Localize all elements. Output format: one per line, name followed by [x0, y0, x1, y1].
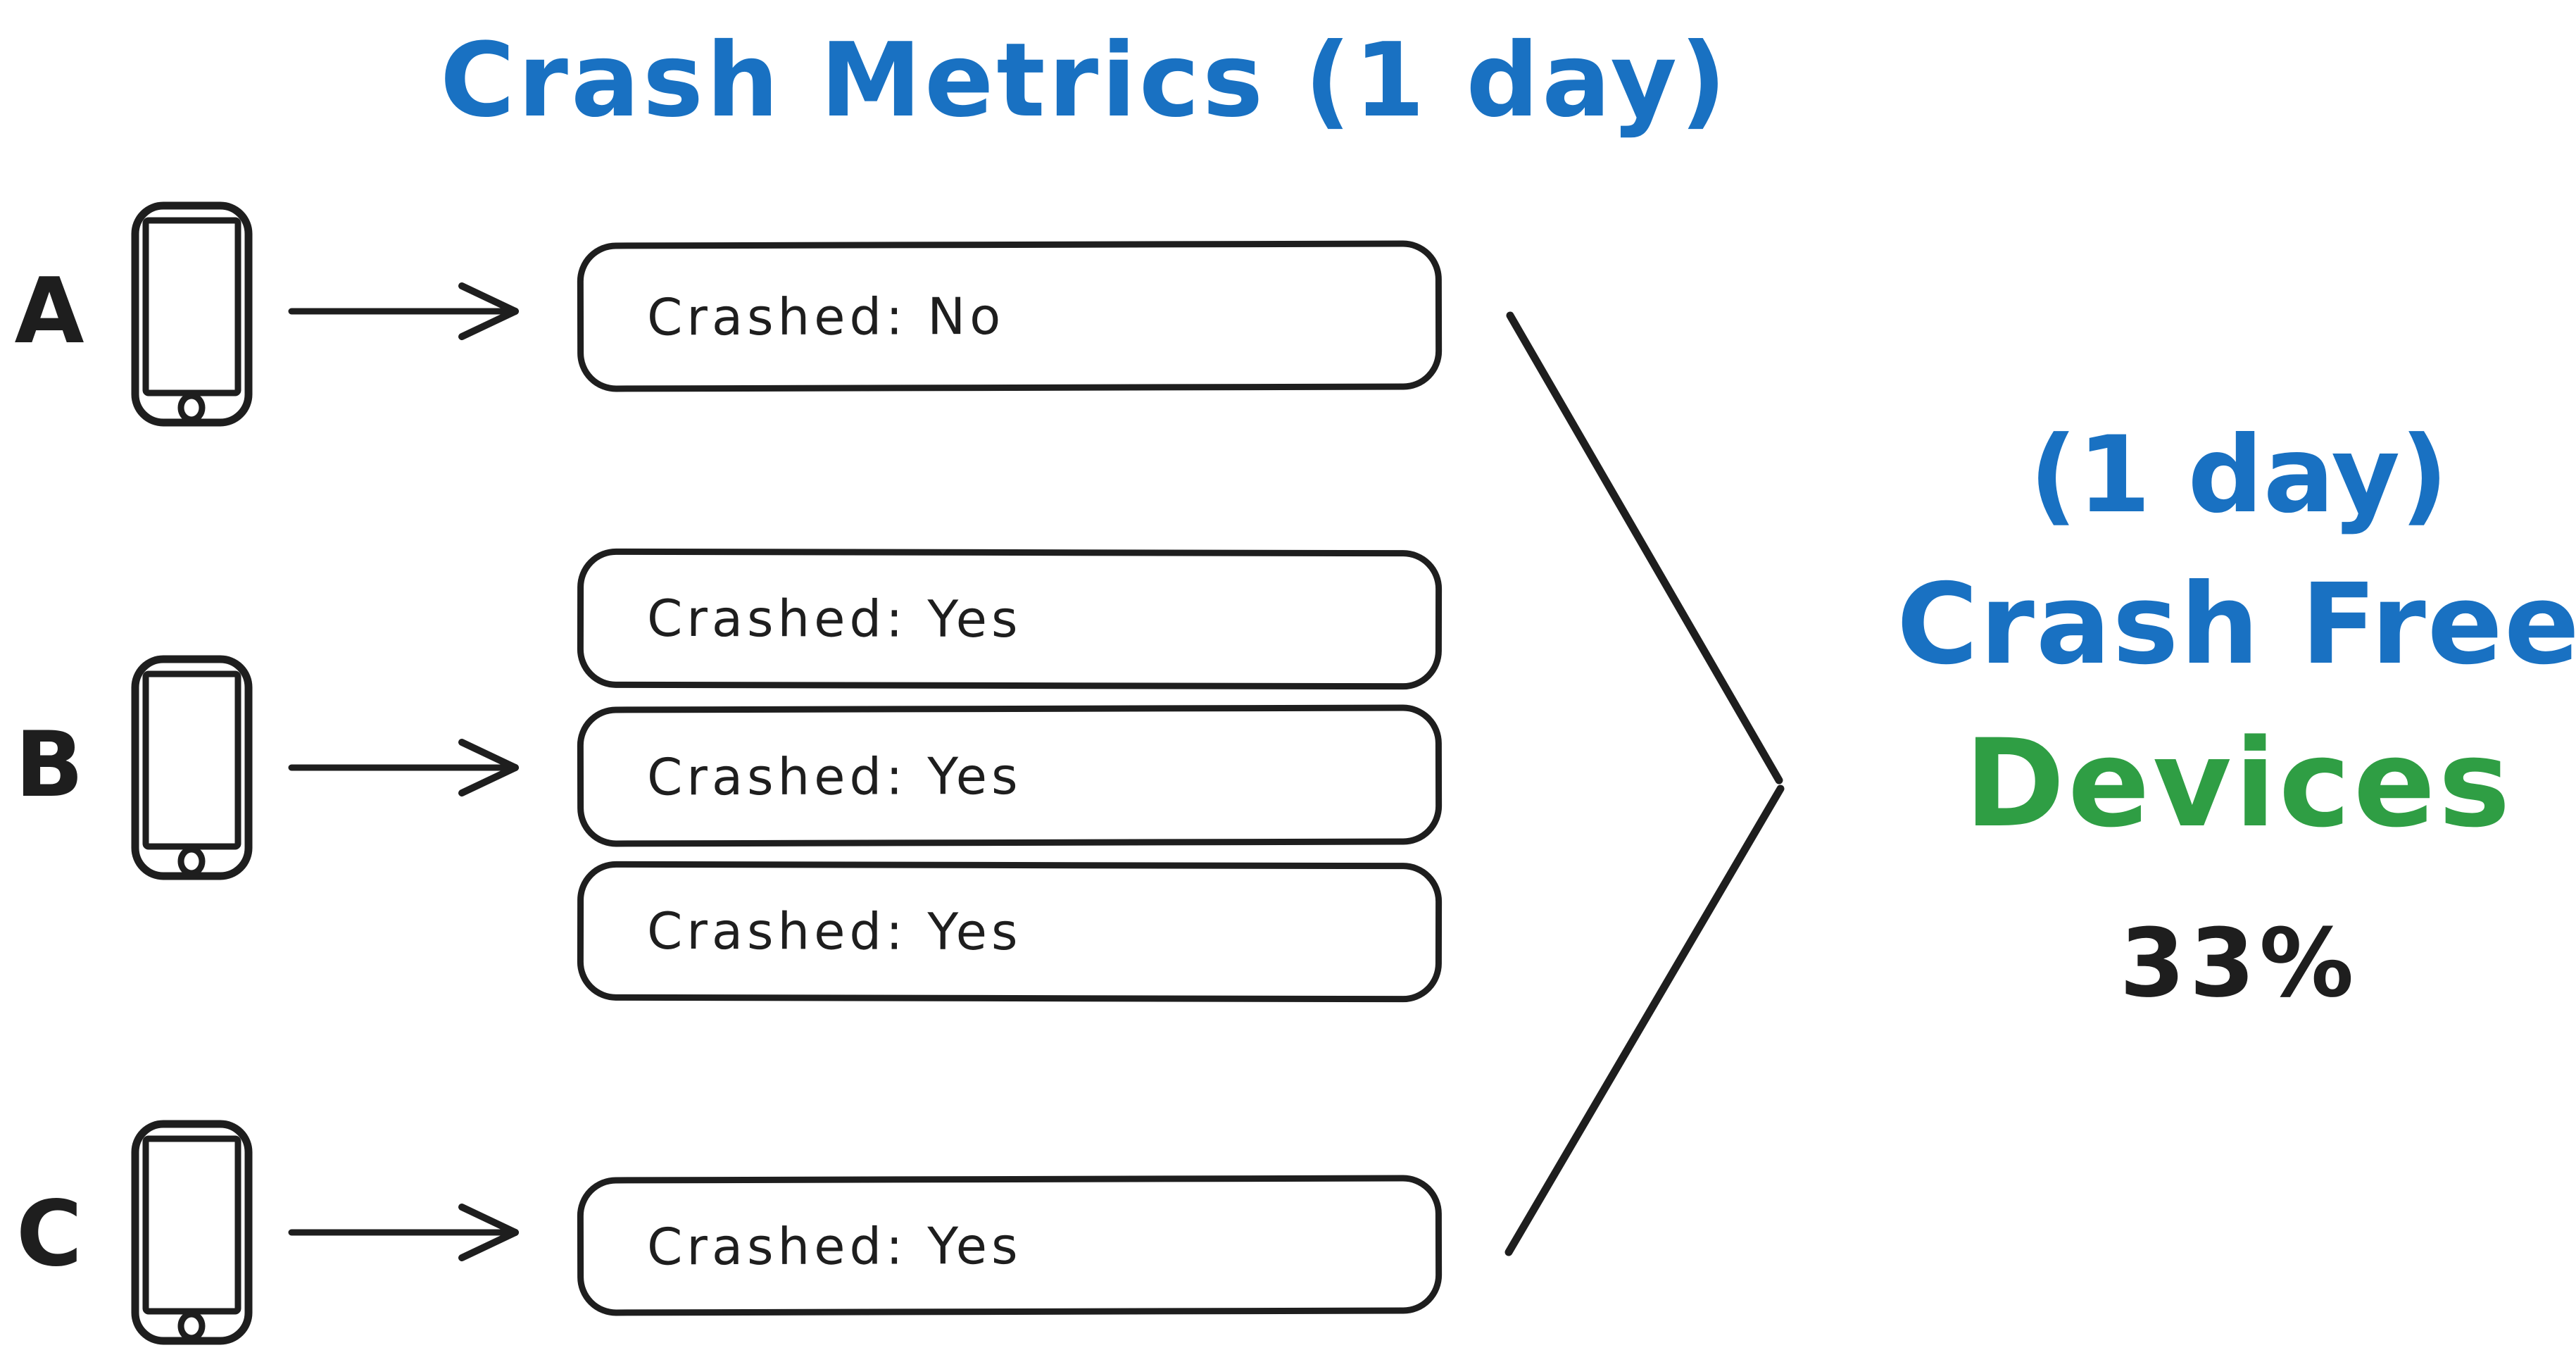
phone-icon-c [131, 1120, 253, 1345]
phone-icon-a [131, 201, 253, 427]
session-box-c1: Crashed: Yes [577, 1175, 1443, 1316]
session-box-b1: Crashed: Yes [577, 548, 1443, 690]
device-c-label: C [16, 1182, 82, 1287]
device-b-label: B [15, 713, 84, 818]
session-box-b3: Crashed: Yes [577, 861, 1443, 1003]
device-a-label: A [14, 259, 84, 364]
session-box-b2: Crashed: Yes [577, 704, 1443, 847]
result-crash-free-label: Crash Free [1896, 560, 2576, 689]
crash-status-text-a1: Crashed: No [646, 287, 1005, 347]
arrow-icon-a [288, 282, 519, 340]
crash-status-text-b2: Crashed: Yes [646, 746, 1022, 806]
crash-status-text-c1: Crashed: Yes [646, 1216, 1022, 1276]
diagram-title: Crash Metrics (1 day) [440, 21, 1730, 140]
crash-status-text-b3: Crashed: Yes [646, 901, 1022, 962]
session-box-a1: Crashed: No [577, 240, 1443, 392]
result-percentage: 33% [2119, 908, 2358, 1018]
crash-status-text-b1: Crashed: Yes [646, 588, 1022, 649]
arrow-icon-c [288, 1204, 519, 1261]
chevron-right-icon [1504, 311, 1785, 1256]
arrow-icon-b [288, 739, 519, 796]
result-period: (1 day) [2029, 414, 2449, 537]
result-devices-label: Devices [1964, 713, 2513, 854]
phone-icon-b [131, 655, 253, 880]
